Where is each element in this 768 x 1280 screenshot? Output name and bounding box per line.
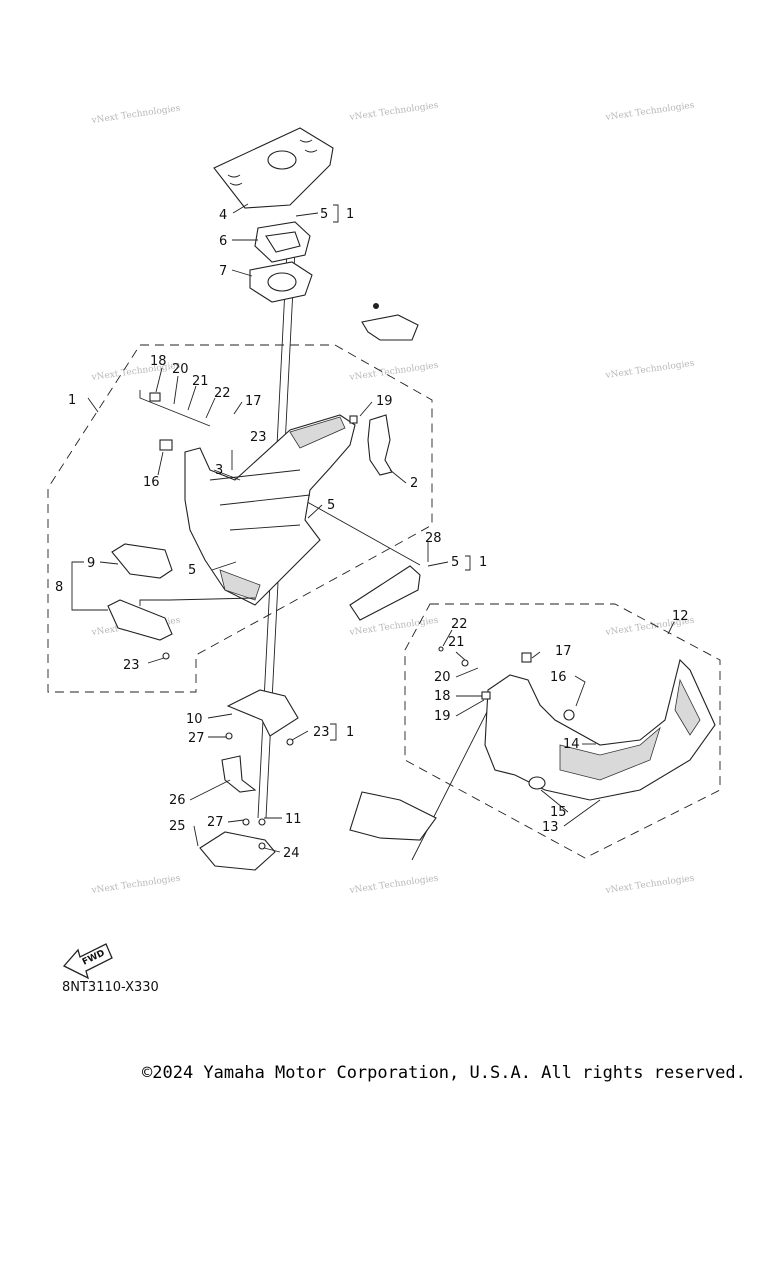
part-side-cover (484, 658, 716, 801)
leader-lines (71, 203, 675, 853)
callout-18: 18 (150, 354, 167, 369)
callout-18: 18 (434, 689, 451, 704)
part-plate-hole (267, 272, 297, 292)
callout-12: 12 (672, 609, 689, 624)
part-strip (349, 565, 421, 621)
part-frame (254, 221, 311, 263)
callout-23: 23 (250, 430, 267, 445)
part-side-bracket (349, 791, 437, 841)
part-top-cover (213, 127, 334, 209)
callout-15: 15 (550, 805, 567, 820)
callout-5: 5 (451, 555, 459, 570)
callout-16: 16 (143, 475, 160, 490)
callout-28: 28 (425, 531, 442, 546)
callout-25: 25 (169, 819, 186, 834)
callout-2: 2 (410, 476, 418, 491)
part-undercover (199, 831, 276, 871)
watermark: vNext Technologies (604, 101, 695, 124)
watermark: vNext Technologies (348, 874, 439, 897)
watermark: vNext Technologies (604, 874, 695, 897)
callout-16: 16 (550, 670, 567, 685)
watermark: vNext Technologies (348, 361, 439, 384)
watermark: vNext Technologies (90, 874, 181, 897)
part-side-panel-9 (111, 543, 173, 579)
callout-24: 24 (283, 846, 300, 861)
callout-27: 27 (188, 731, 205, 746)
callout-19: 19 (376, 394, 393, 409)
callout-4: 4 (219, 208, 227, 223)
part-fastener (373, 303, 379, 309)
callout-21: 21 (448, 635, 465, 650)
alignment-line (411, 699, 494, 861)
callout-5: 5 (327, 498, 335, 513)
callout-10: 10 (186, 712, 203, 727)
callout-3: 3 (215, 463, 223, 478)
part-bracket-26 (221, 755, 257, 793)
callout-1: 1 (346, 725, 354, 740)
callout-20: 20 (434, 670, 451, 685)
exploded-parts-diagram: vNext Technologies vNext Technologies vN… (47, 101, 721, 980)
callout-21: 21 (192, 374, 209, 389)
watermark: vNext Technologies (90, 361, 181, 384)
part-stay (367, 414, 393, 476)
callout-11: 11 (285, 812, 302, 827)
callout-22: 22 (214, 386, 231, 401)
callout-13: 13 (542, 820, 559, 835)
callout-23: 23 (123, 658, 140, 673)
fasteners (149, 392, 575, 850)
callout-14: 14 (563, 737, 580, 752)
forward-direction-arrow: FWD (62, 943, 113, 980)
diagram-code: 8NT3110-X330 (62, 980, 159, 995)
callout-23: 23 (313, 725, 330, 740)
watermark: vNext Technologies (348, 101, 439, 124)
part-side-panel-8 (107, 599, 173, 641)
watermark: vNext Technologies (604, 359, 695, 382)
part-guard (226, 689, 299, 737)
callout-26: 26 (169, 793, 186, 808)
callout-9: 9 (87, 556, 95, 571)
callout-7: 7 (219, 264, 227, 279)
assembly-outline-1 (47, 344, 433, 693)
callout-6: 6 (219, 234, 227, 249)
callout-17: 17 (245, 394, 262, 409)
arrow-icon (62, 943, 113, 980)
callout-labels: 4 5 1 6 7 1 18 20 21 22 17 19 23 3 16 2 … (55, 207, 689, 861)
callout-5: 5 (188, 563, 196, 578)
callout-27: 27 (207, 815, 224, 830)
part-bracket (361, 314, 419, 341)
copyright-notice: ©2024 Yamaha Motor Corporation, U.S.A. A… (142, 1063, 746, 1083)
callout-8: 8 (55, 580, 63, 595)
callout-1: 1 (68, 393, 76, 408)
watermark: vNext Technologies (90, 104, 181, 127)
callout-1: 1 (346, 207, 354, 222)
callout-1: 1 (479, 555, 487, 570)
callout-17: 17 (555, 644, 572, 659)
callout-20: 20 (172, 362, 189, 377)
callout-5: 5 (320, 207, 328, 222)
callout-19: 19 (434, 709, 451, 724)
callout-22: 22 (451, 617, 468, 632)
part-main-cover (184, 414, 356, 606)
